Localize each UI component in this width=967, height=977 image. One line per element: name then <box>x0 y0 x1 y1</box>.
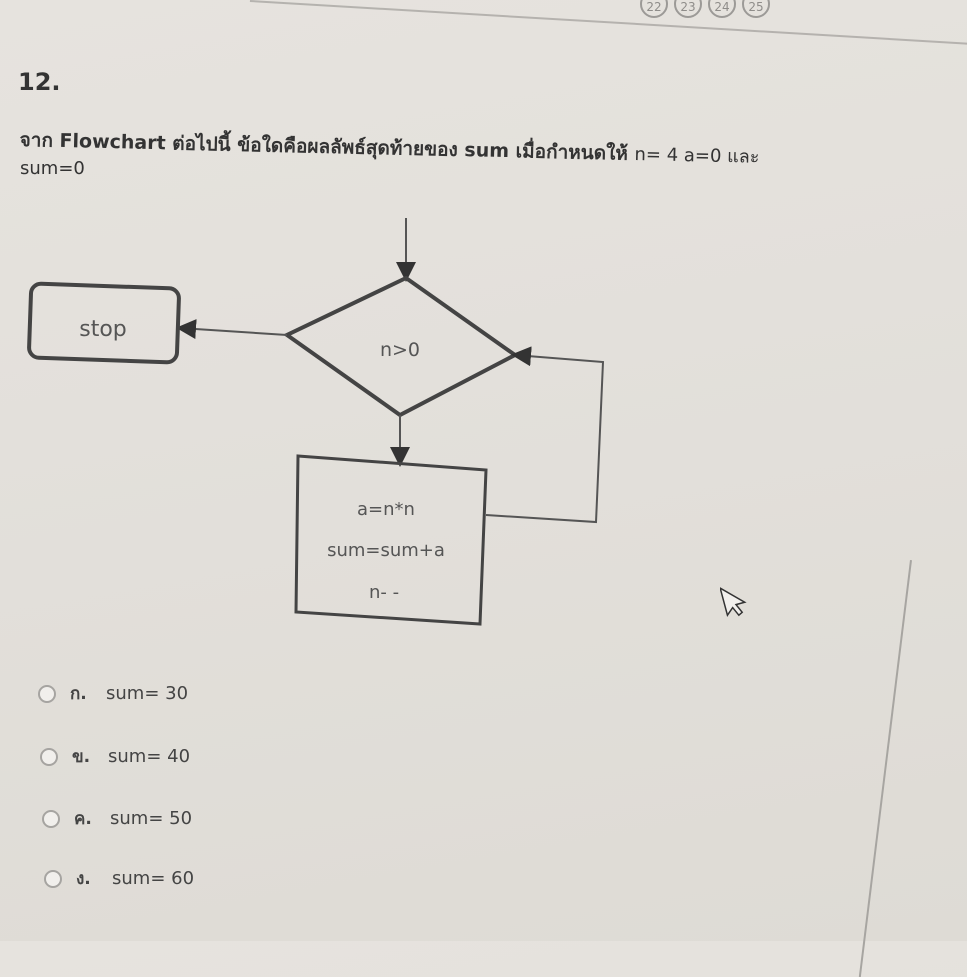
question-nav-item[interactable]: 22 <box>640 0 668 18</box>
question-nav-item[interactable]: 25 <box>742 0 770 18</box>
option-letter: ค. <box>74 809 92 829</box>
process-line-3: n- - <box>369 582 399 603</box>
stop-label: stop <box>79 317 127 342</box>
option-letter: ง. <box>76 869 91 889</box>
radio-button[interactable] <box>42 809 60 828</box>
option-c[interactable]: ค. sum= 50 <box>42 805 192 832</box>
question-number: 12. <box>18 68 61 96</box>
radio-button[interactable] <box>44 869 62 888</box>
process-line-2: sum=sum+a <box>327 540 445 561</box>
option-a[interactable]: ก. sum= 30 <box>38 680 188 707</box>
process-line-1: a=n*n <box>357 499 415 520</box>
stop-terminal <box>27 281 181 365</box>
option-text: sum= 60 <box>112 868 195 889</box>
no-branch-arrow <box>176 319 288 340</box>
question-text-line2: sum=0 <box>20 158 85 179</box>
option-text: sum= 50 <box>110 808 193 829</box>
decision-label: n>0 <box>380 339 420 361</box>
option-letter: ข. <box>72 747 91 767</box>
mouse-cursor-icon <box>720 586 747 617</box>
option-d[interactable]: ง. sum= 60 <box>44 865 194 892</box>
option-b[interactable]: ข. sum= 40 <box>40 743 190 770</box>
radio-button[interactable] <box>38 684 56 703</box>
option-text: sum= 30 <box>106 683 189 704</box>
option-letter: ก. <box>70 684 87 704</box>
loop-back-arrow <box>485 346 605 524</box>
radio-button[interactable] <box>40 747 58 766</box>
question-nav: 22 23 24 25 <box>640 0 770 18</box>
option-text: sum= 40 <box>108 746 191 767</box>
process-box <box>294 454 488 626</box>
question-nav-item[interactable]: 23 <box>674 0 702 18</box>
question-nav-item[interactable]: 24 <box>708 0 736 18</box>
flowchart: n>0 stop a=n*n sum=sum+a n- - <box>27 218 605 626</box>
